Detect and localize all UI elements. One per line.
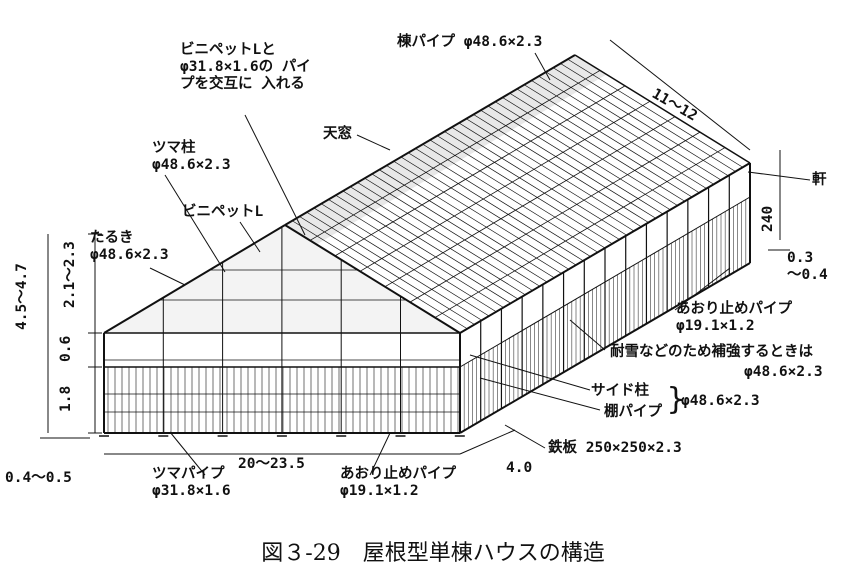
roof-rafter <box>429 139 606 249</box>
roof-rafter <box>306 211 482 321</box>
roof-rafter <box>567 58 743 168</box>
roof-rafter <box>350 186 526 296</box>
roof-rafter <box>371 173 548 283</box>
steel-plate-label: 鉄板 250×250×2.3 <box>548 440 682 456</box>
brace-glyph: } <box>667 382 686 417</box>
roof-rafter <box>538 75 714 185</box>
roof-rafter <box>516 88 693 198</box>
roof-rafter <box>495 101 671 211</box>
roof-rafter <box>560 63 736 172</box>
leader-shelf-pipe <box>479 377 601 411</box>
aori-pipe-right-label: あおり止めパイプ φ19.1×1.2 <box>676 301 792 334</box>
roof-purlin <box>384 116 676 288</box>
leader-vinipet-l <box>239 221 261 253</box>
roof-rafter <box>357 182 533 291</box>
roof-purlin <box>309 70 601 241</box>
leader-vinipet-combo <box>244 114 306 236</box>
roof-rafter <box>473 114 649 223</box>
roof-rafter <box>437 135 613 245</box>
leader-ridge <box>534 52 551 81</box>
length-dimension-label: 20～23.5 <box>238 456 305 472</box>
snow-reinforce-label: 耐雪などのため補強するときは <box>610 344 813 360</box>
leader-taruki <box>149 267 186 286</box>
roof-rafter <box>531 80 707 189</box>
roof-rafter <box>328 199 504 308</box>
dim-40-label: 4.0 <box>506 460 533 476</box>
tsuma-pillar-label: ツマ柱 φ48.6×2.3 <box>152 140 231 173</box>
roof-rafter <box>553 67 729 177</box>
roof-rafter <box>386 165 562 274</box>
roof-rafter <box>292 220 468 330</box>
taruki-label: たるき φ48.6×2.3 <box>90 230 169 263</box>
roof-rafter <box>408 152 584 262</box>
roof-rafter <box>545 71 722 181</box>
structure-lines <box>99 54 751 437</box>
roof-rafter <box>379 169 555 279</box>
roof-rafter <box>458 122 635 232</box>
leader-tsuma-pillar <box>164 174 226 273</box>
side-spec-label: φ48.6×2.3 <box>681 393 760 409</box>
ridge-pipe-label: 棟パイプ φ48.6×2.3 <box>397 34 543 50</box>
gable-right <box>284 224 461 334</box>
roof-purlin <box>334 85 626 257</box>
leader-aori-right <box>674 267 731 311</box>
roof-rafter <box>422 143 598 253</box>
gable-left <box>103 224 286 334</box>
gap-03-04-label: 0.3 ～0.4 <box>787 250 828 283</box>
dim-side-offset <box>459 429 516 455</box>
roof-rafter <box>299 216 475 325</box>
shelf-pipe-label: 棚パイプ <box>604 404 662 420</box>
roof-rafter <box>400 156 577 266</box>
roof-rafter <box>509 92 685 202</box>
roof-purlin <box>409 131 701 303</box>
height-06-label: 0.6 <box>58 335 74 362</box>
snow-reinforce-spec: φ48.6×2.3 <box>744 364 823 380</box>
leader-steel-plate <box>504 424 546 449</box>
side-pillar-label: サイド柱 <box>591 383 649 399</box>
total-height-label: 4.5～4.7 <box>14 263 30 330</box>
tsuma-pipe-label: ツマパイプ φ31.8×1.6 <box>152 466 231 499</box>
vinipet-l-label: ビニペットL <box>182 204 264 220</box>
roof-rafter <box>444 131 620 240</box>
dim-width <box>609 39 751 151</box>
roof-purlin <box>434 147 726 318</box>
vinipet-combo-label: ビニペットLと φ31.8×1.6の パイプを交互に 入れる <box>180 42 311 92</box>
leader-snow <box>569 319 606 351</box>
roof-rafter <box>342 190 519 300</box>
roof-rafter <box>524 84 700 194</box>
roof-rafter <box>335 194 511 304</box>
roof-rafter <box>321 203 497 313</box>
roof-purlin <box>359 100 651 272</box>
roof-rafter <box>364 177 540 287</box>
leader-skylight <box>356 134 391 151</box>
roof-rafter <box>502 97 678 206</box>
roof-rafter <box>393 160 569 270</box>
roof-rafter <box>313 207 490 317</box>
leader-side-pillar <box>469 354 591 391</box>
height-240-label: 240 <box>760 205 776 232</box>
skylight-label: 天窓 <box>323 126 352 142</box>
roof-rafter <box>487 105 664 215</box>
eaves-label: 軒 <box>812 172 827 188</box>
aori-pipe-bottom-label: あおり止めパイプ φ19.1×1.2 <box>340 466 456 499</box>
roof-rafter <box>466 118 642 228</box>
roof-rafter <box>574 54 751 164</box>
roof-rafter <box>451 126 627 236</box>
leader-lines <box>40 39 811 476</box>
leader-eaves <box>747 171 811 181</box>
roof-height-label: 2.1～2.3 <box>62 241 78 308</box>
height-18-label: 1.8 <box>58 385 74 412</box>
figure-caption: 図３-29 屋根型単棟ハウスの構造 <box>261 541 605 566</box>
roof-rafter <box>415 148 591 257</box>
roof-rafter <box>480 109 656 219</box>
base-gap-label: 0.4～0.5 <box>5 470 72 486</box>
